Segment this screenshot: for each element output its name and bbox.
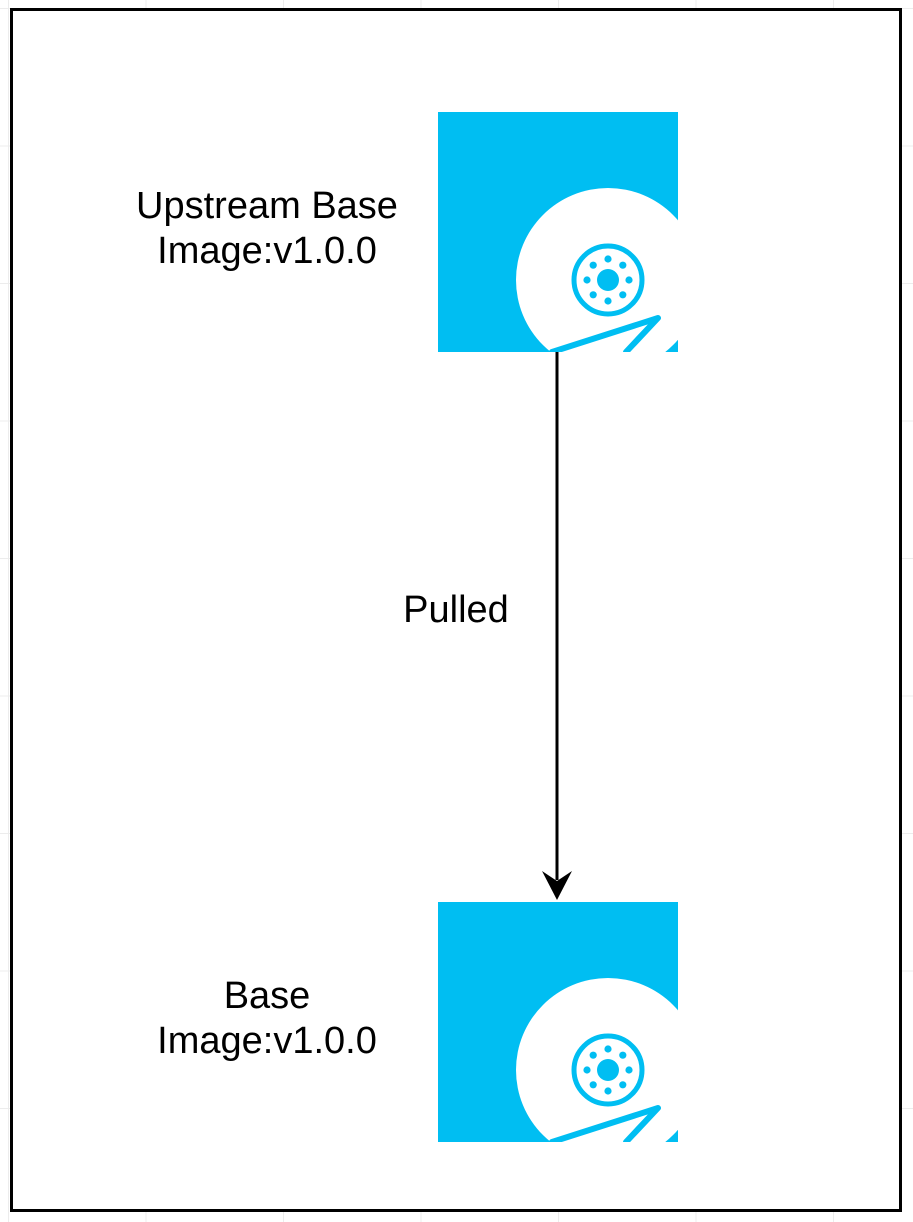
disk-dot: [604, 1087, 612, 1095]
disk-dot: [625, 1066, 633, 1074]
edge-label: Pulled: [403, 589, 509, 631]
upstream-node-label: Upstream Base Image:v1.0.0: [117, 184, 417, 274]
disk-dot: [589, 1081, 597, 1089]
disk-dot: [583, 276, 591, 284]
pulled-arrow: [542, 352, 572, 900]
disk-dot: [589, 291, 597, 299]
upstream-label-line1: Upstream Base: [136, 185, 398, 227]
disk-dot: [619, 1081, 627, 1089]
disk-dot: [583, 1066, 591, 1074]
upstream-label-line2: Image:v1.0.0: [157, 230, 377, 272]
base-label-line2: Image:v1.0.0: [157, 1020, 377, 1062]
disk-dot: [619, 291, 627, 299]
hard-disk-icon[interactable]: [438, 902, 700, 1162]
hard-disk-icon[interactable]: [438, 112, 700, 372]
disk-dot: [604, 255, 612, 263]
disk-dot: [589, 1051, 597, 1059]
disk-dot: [625, 276, 633, 284]
disk-dot: [619, 1051, 627, 1059]
disk-dot: [604, 297, 612, 305]
base-node-label: Base Image:v1.0.0: [117, 974, 417, 1064]
disk-dot: [604, 1045, 612, 1053]
base-label-line1: Base: [223, 975, 311, 1017]
disk-dot: [619, 261, 627, 269]
disk-dot: [589, 261, 597, 269]
